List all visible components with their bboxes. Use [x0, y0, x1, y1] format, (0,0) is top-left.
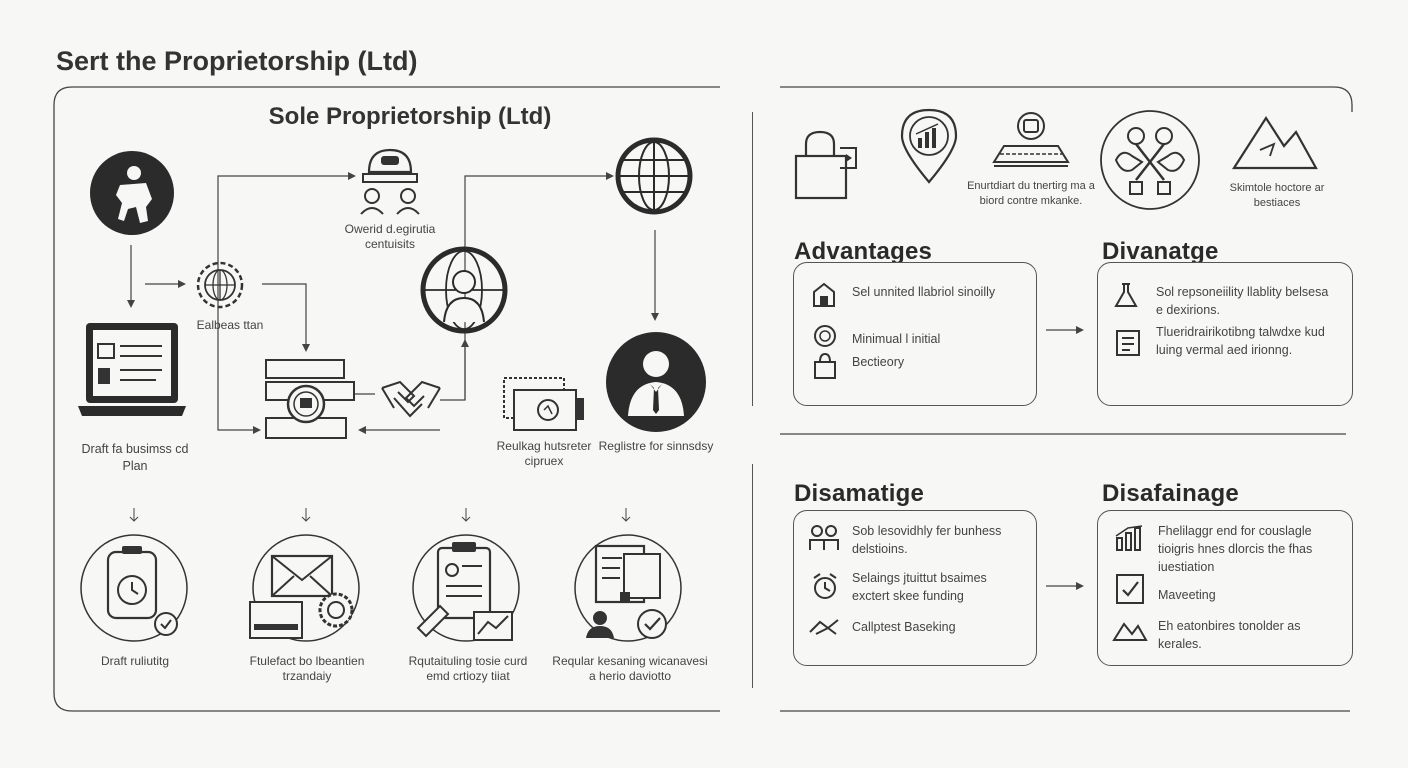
advantages-title: Advantages [794, 238, 933, 265]
envelope-gear-icon [249, 534, 360, 642]
top-icon-label: Skimtole hoctore ar bestiaces [1229, 182, 1325, 209]
checklist-icon [1116, 574, 1144, 604]
team-network-icon [1100, 110, 1200, 210]
location-chart-icon [900, 108, 958, 184]
owner-label: Owerid d.egirutia centuisits [344, 222, 436, 251]
mountains-small-icon [1112, 622, 1148, 641]
top-icon-label: Enurtdiart du tnertirg ma a biord contre… [967, 180, 1095, 207]
mountain-icon [1231, 115, 1318, 170]
advantage-item: Sel unnited llabriol sinoilly [852, 285, 996, 299]
entrepreneur-icon [90, 151, 174, 235]
bottom-item-label: Reqular kesaning wicanavesi a herio davi… [552, 654, 708, 683]
global-person-icon [420, 246, 508, 334]
document-icon [1116, 330, 1140, 356]
bottom-item-label: Draft ruliutitg [100, 654, 170, 668]
left-frame [53, 86, 720, 712]
flask-icon [1114, 283, 1138, 307]
draft-plan-label: Draft fa busimss cd Plan [81, 442, 189, 473]
documents-check-icon [574, 534, 682, 642]
disamatige-item: Selaings jtuittut bsaimes exctert skee f… [852, 571, 987, 603]
document-seal-icon [265, 359, 355, 439]
people-icon [809, 525, 839, 550]
building-icon [813, 282, 835, 307]
disafainage-title: Disafainage [1102, 480, 1239, 507]
target-icon [814, 325, 836, 347]
advantage-item: Minimual l initial [852, 332, 941, 346]
advantage-item: Bectieory [852, 355, 905, 369]
page-title: Sert the Proprietorship (Ltd) [56, 46, 418, 76]
disafainage-item: Eh eatonbires tonolder as kerales. [1158, 619, 1301, 651]
vertical-divider-bottom [752, 464, 754, 688]
divanatge-title: Divanatge [1102, 238, 1219, 265]
disamatige-item: Sob lesovidhly fer bunhess delstioins. [852, 524, 1002, 556]
businessman-icon [606, 332, 706, 432]
gear-globe-icon [196, 261, 244, 309]
bottom-item-label: Ftulefact bo lbeantien trzandaiy [249, 654, 365, 683]
register-label: Reglistre for sinnsdsy [598, 439, 714, 453]
register-certificate-icon [503, 377, 584, 431]
diagram-heading: Sole Proprietorship (Ltd) [268, 103, 552, 130]
disamatige-item: Callptest Baseking [852, 620, 956, 634]
handshake-icon [381, 380, 441, 418]
bag-icon [814, 352, 836, 379]
platform-icon [992, 112, 1070, 167]
divanatge-box [1097, 262, 1353, 406]
bottom-item-label: Rqutaituling tosie curd emd crtiozy tiia… [408, 654, 528, 683]
vertical-divider-top [752, 112, 754, 406]
advantages-box [793, 262, 1037, 406]
clipboard-chart-icon [412, 534, 520, 642]
disamatige-title: Disamatige [794, 480, 925, 507]
shopping-bag-icon [794, 130, 857, 200]
register-hub-label: Reulkag hutsreter cipruex [496, 439, 592, 468]
establish-label: Ealbeas ttan [196, 318, 264, 332]
alarm-icon [813, 573, 837, 599]
divanatge-item: Tlueridrairikotibng talwdxe kud luing ve… [1156, 325, 1325, 357]
disafainage-item: Maveeting [1158, 588, 1216, 602]
disafainage-item: Fhelilaggr end for couslagle tioigris hn… [1158, 524, 1313, 574]
divanatge-item: Sol repsoneiility llablity belsesa e dex… [1156, 285, 1329, 317]
clock-badge-icon [80, 534, 188, 642]
laptop-icon [78, 323, 186, 416]
handshake-small-icon [809, 619, 839, 635]
owner-icon [360, 148, 420, 215]
bar-chart-icon [1115, 525, 1143, 551]
globe-icon [615, 137, 693, 215]
